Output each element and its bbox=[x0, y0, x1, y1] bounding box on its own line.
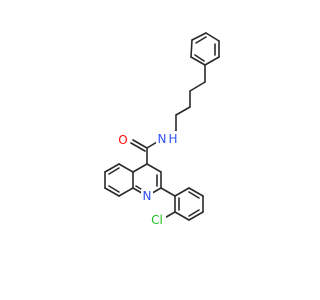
bond bbox=[118, 187, 134, 197]
bond-double-inner bbox=[188, 209, 200, 217]
chlorine-label: Cl bbox=[151, 213, 163, 227]
bond bbox=[190, 39, 193, 58]
bond bbox=[104, 187, 120, 197]
bonds-layer bbox=[104, 32, 220, 221]
bond-double bbox=[130, 142, 146, 152]
bond bbox=[104, 163, 120, 173]
bond bbox=[189, 81, 206, 92]
molecule-structure: O N H N Cl bbox=[104, 32, 220, 227]
bond-double-inner bbox=[194, 54, 205, 62]
bond bbox=[188, 211, 204, 221]
bond bbox=[174, 187, 190, 197]
bond-double-inner bbox=[108, 185, 120, 193]
oxygen-atom: O bbox=[117, 133, 129, 147]
bond bbox=[118, 163, 134, 173]
bond bbox=[146, 163, 162, 173]
atom-labels-layer: O N H N Cl bbox=[117, 131, 178, 227]
bond bbox=[204, 56, 220, 66]
bond-double-inner bbox=[188, 191, 200, 199]
amide-hydrogen-label: H bbox=[168, 132, 177, 146]
bond bbox=[174, 211, 190, 221]
amide-nitrogen-label: N bbox=[158, 132, 167, 146]
amide-nitrogen-atom: N H bbox=[156, 131, 178, 146]
bond bbox=[175, 106, 191, 116]
oxygen-label: O bbox=[118, 133, 127, 147]
bond bbox=[190, 56, 206, 66]
bond bbox=[160, 187, 176, 197]
bond bbox=[132, 139, 148, 149]
bond bbox=[191, 32, 207, 41]
bond-double-inner bbox=[195, 36, 207, 44]
bond bbox=[132, 163, 148, 173]
bond bbox=[188, 187, 204, 197]
chlorine-atom: Cl bbox=[148, 213, 166, 227]
quinoline-nitrogen-atom: N bbox=[141, 189, 153, 203]
bond-double-inner bbox=[108, 167, 120, 175]
quinoline-nitrogen-label: N bbox=[143, 189, 152, 203]
bond bbox=[205, 32, 220, 42]
